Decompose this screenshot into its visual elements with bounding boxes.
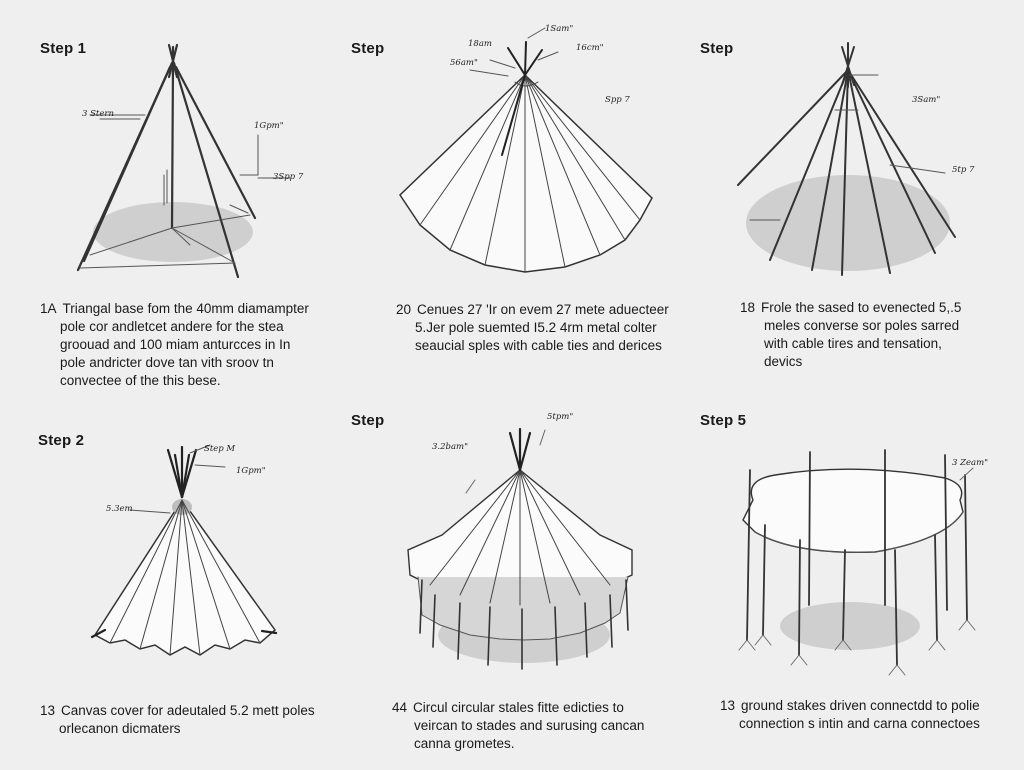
dimension-label: Step M <box>204 444 236 454</box>
caption-number: 1A <box>40 301 57 316</box>
dimension-label: 5tp 7 <box>952 165 975 175</box>
caption-line: convectee of the this bese. <box>60 373 221 388</box>
caption-line: with cable tires and tensation, <box>764 336 942 351</box>
dimension-label: 1Sam" <box>545 24 574 34</box>
caption-line: pole andricter dove tan vith sroov tn <box>60 355 274 370</box>
step-caption: 44 Circul circular stales fitte edicties … <box>392 699 662 753</box>
caption-line: Cenues 27 'Ir on evem 27 mete aduecteer <box>417 302 669 317</box>
step-caption: 13 ground stakes driven connectdd to poli… <box>720 697 1010 733</box>
caption-number: 18 <box>740 300 756 315</box>
step-caption: 18 Frole the sased to evenected 5,.5 mele… <box>740 299 1010 371</box>
step-title: Step <box>351 40 385 57</box>
cone-frame-illustration <box>399 27 653 273</box>
step-title: Step 5 <box>700 412 747 429</box>
dimension-label: 3Spp 7 <box>273 172 304 182</box>
caption-line: 5.Jer pole suemted I5.2 4rm metal colter <box>415 320 657 335</box>
caption-line: Frole the sased to evenected 5,.5 <box>761 300 962 315</box>
dimension-label: 1Gpm" <box>254 121 284 131</box>
tripod-base-illustration <box>76 43 291 279</box>
caption-line: orlecanon dicmaters <box>59 721 181 736</box>
dimension-label: 3.2bam" <box>432 442 468 452</box>
dimension-label: 1Gpm" <box>236 466 266 476</box>
step-title: Step 2 <box>38 432 85 449</box>
dimension-label: 5.3em <box>106 504 133 514</box>
panel-step-poles: Step 3Sam" 5tp 7 18 Frole the sased to ev… <box>690 0 1020 380</box>
caption-number: 44 <box>392 700 408 715</box>
dimension-label: 56am" <box>450 58 478 68</box>
caption-line: veircan to stades and surusing cancan <box>414 718 645 733</box>
caption-line: Triangal base fom the 40mm diamampter <box>62 301 309 316</box>
dimension-label: 18am <box>468 39 492 49</box>
panel-step-1: Step 1 3 Stern 1Gp <box>0 0 330 388</box>
canvas-cover-illustration <box>90 444 278 656</box>
caption-line: connection s intin and carna connectoes <box>739 716 980 731</box>
caption-number: 13 <box>720 698 736 713</box>
round-tent-illustration <box>407 427 633 670</box>
dimension-label: 3 Zeam" <box>952 458 989 468</box>
step-caption: 20 Cenues 27 'Ir on evem 27 mete aduectee… <box>396 301 669 355</box>
step-caption: 13 Canvas cover for adeutaled 5.2 mett po… <box>40 702 330 738</box>
caption-line: Canvas cover for adeutaled 5.2 mett pole… <box>61 703 315 718</box>
step-title: Step <box>351 412 385 429</box>
caption-line: ground stakes driven connectdd to polie <box>741 698 980 713</box>
dimension-label: 16cm" <box>576 43 604 53</box>
dimension-label: 3Sam" <box>912 95 941 105</box>
panel-step-canvas-frame: Step 1Sam" 18am 16cm" 56am" Sp <box>340 0 670 380</box>
caption-number: 13 <box>40 703 56 718</box>
caption-line: seaucial sples with cable ties and deric… <box>415 338 662 353</box>
step-title: Step <box>700 40 734 57</box>
panel-step-stakes: Step <box>340 390 670 770</box>
caption-number: 20 <box>396 302 412 317</box>
pole-frame-illustration <box>737 42 956 276</box>
caption-line: canna grometes. <box>414 736 515 751</box>
caption-line: groouad and 100 miam anturcces in In <box>60 337 291 352</box>
caption-line: meles converse sor poles sarred <box>764 318 960 333</box>
caption-line: Circul circular stales fitte edicties to <box>413 700 624 715</box>
step-title: Step 1 <box>40 40 87 57</box>
dimension-label: Spp 7 <box>605 95 630 105</box>
caption-line: pole cor andletcet andere for the stea <box>60 319 284 334</box>
dimension-label: 5tpm" <box>547 412 574 422</box>
panel-step-5: Step 5 <box>690 390 1020 770</box>
dimension-label: 3 Stern <box>82 109 114 119</box>
platform-stakes-illustration <box>738 449 976 676</box>
caption-line: devics <box>764 354 803 369</box>
